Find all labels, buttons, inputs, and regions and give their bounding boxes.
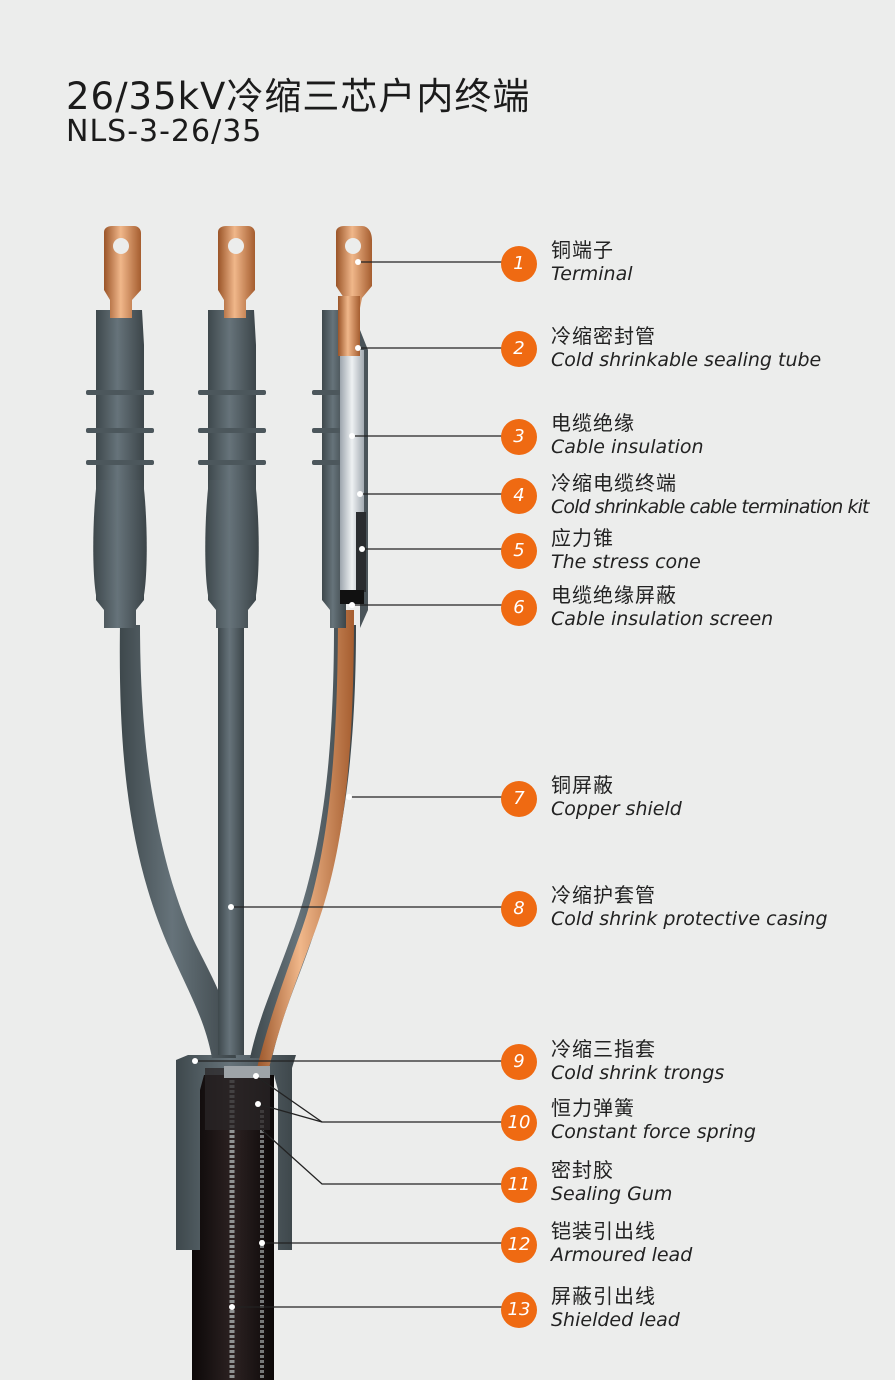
part-label-6: 电缆绝缘屏蔽 Cable insulation screen [551,585,773,630]
part-label-zh: 铜端子 [551,238,614,262]
part-badge-2: 2 [501,331,537,367]
part-label-en: Cold shrinkable sealing tube [551,349,822,371]
part-label-3: 电缆绝缘 Cable insulation [551,413,704,458]
part-badge-3: 3 [501,419,537,455]
part-label-5: 应力锥 The stress cone [551,528,701,573]
part-label-en: Copper shield [551,798,682,820]
part-label-en: The stress cone [551,551,701,573]
part-label-9: 冷缩三指套 Cold shrink trongs [551,1039,724,1084]
part-label-11: 密封胶 Sealing Gum [551,1160,672,1205]
middle-cable-body [218,625,244,1055]
part-label-4: 冷缩电缆终端 Cold shrinkable cable termination… [551,473,869,518]
part-label-zh: 冷缩三指套 [551,1037,656,1061]
part-label-1: 铜端子 Terminal [551,240,633,285]
part-label-zh: 冷缩护套管 [551,883,656,907]
page-title: 26/35kV冷缩三芯户内终端 [66,75,531,118]
part-label-zh: 恒力弹簧 [551,1096,635,1120]
stress-cone [356,512,366,592]
part-badge-12: 12 [501,1227,537,1263]
part-label-en: Armoured lead [551,1244,693,1266]
part-label-13: 屏蔽引出线 Shielded lead [551,1286,680,1331]
part-label-en: Cold shrinkable cable termination kit [551,496,869,518]
breakout-boot [176,1055,296,1250]
part-label-en: Terminal [551,263,633,285]
part-label-zh: 屏蔽引出线 [551,1284,656,1308]
part-label-2: 冷缩密封管 Cold shrinkable sealing tube [551,326,821,371]
middle-termination [198,226,266,628]
part-label-12: 铠装引出线 Armoured lead [551,1221,692,1266]
part-label-en: Constant force spring [551,1121,756,1143]
part-label-zh: 密封胶 [551,1158,614,1182]
part-label-8: 冷缩护套管 Cold shrink protective casing [551,885,828,930]
constant-force-spring [224,1066,270,1078]
part-label-en: Cable insulation screen [551,608,774,630]
part-badge-8: 8 [501,891,537,927]
part-label-zh: 铠装引出线 [551,1219,656,1243]
leader-dots [192,259,365,1310]
part-badge-11: 11 [501,1167,537,1203]
part-label-en: Cable insulation [551,436,704,458]
part-badge-1: 1 [501,246,537,282]
part-label-7: 铜屏蔽 Copper shield [551,775,682,820]
part-badge-7: 7 [501,781,537,817]
part-label-zh: 冷缩密封管 [551,324,656,348]
part-badge-4: 4 [501,478,537,514]
part-label-zh: 应力锥 [551,526,614,550]
right-termination-cutaway [312,226,372,628]
part-label-en: Cold shrink trongs [551,1062,725,1084]
part-badge-5: 5 [501,533,537,569]
part-label-zh: 冷缩电缆终端 [551,471,677,495]
part-badge-13: 13 [501,1292,537,1328]
copper-shield [256,610,354,1072]
part-badge-6: 6 [501,590,537,626]
part-label-en: Shielded lead [551,1309,680,1331]
model-number: NLS-3-26/35 [66,114,263,149]
part-badge-10: 10 [501,1105,537,1141]
part-label-zh: 铜屏蔽 [551,773,614,797]
insulation-screen [340,590,364,604]
part-label-en: Sealing Gum [551,1183,673,1205]
left-termination [86,226,154,628]
part-label-zh: 电缆绝缘 [551,411,635,435]
part-label-10: 恒力弹簧 Constant force spring [551,1098,756,1143]
part-label-zh: 电缆绝缘屏蔽 [551,583,677,607]
leader-lines [195,261,502,1308]
part-label-en: Cold shrink protective casing [551,908,828,930]
part-badge-9: 9 [501,1044,537,1080]
